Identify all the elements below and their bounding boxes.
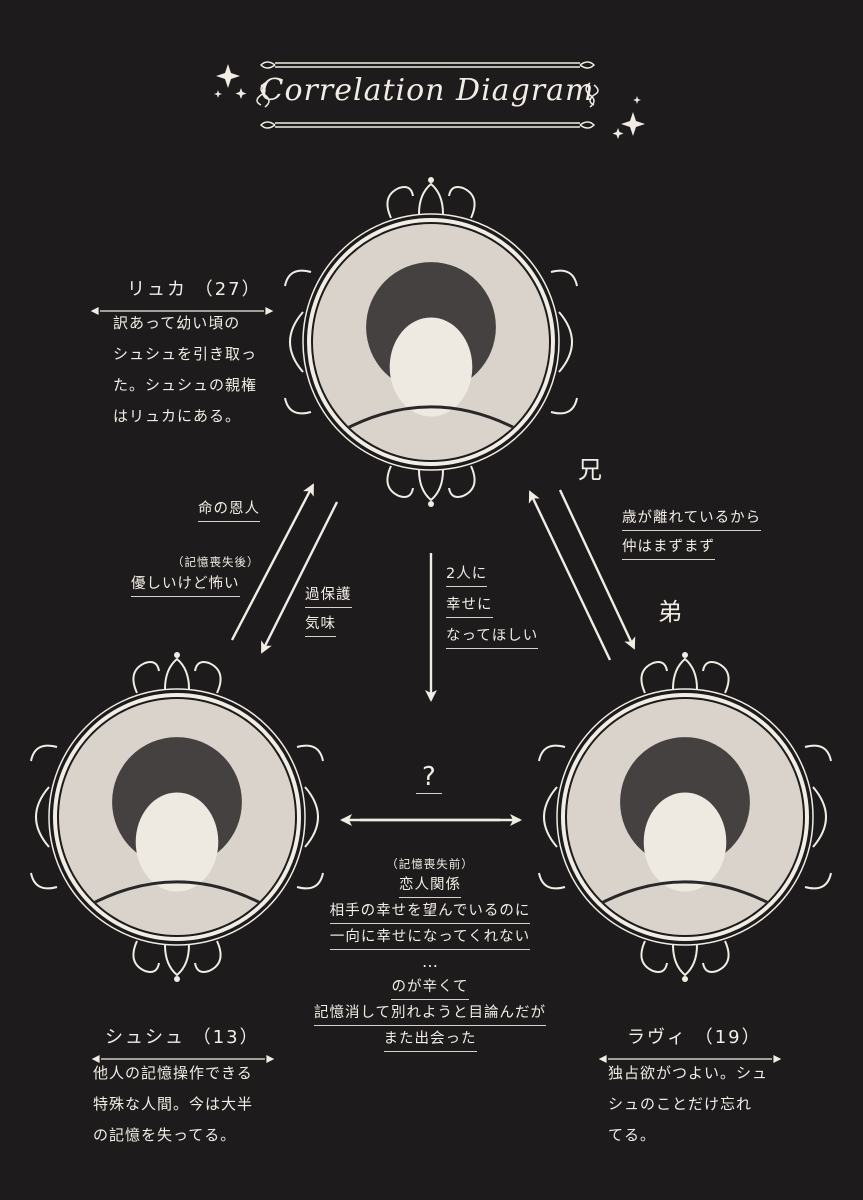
age-gap-label: 歳が離れているから 仲はまずまず: [622, 507, 762, 560]
description-line: の記憶を失ってる。: [93, 1126, 237, 1144]
shushu-label: シュシュ （13）: [91, 1023, 275, 1065]
ravi-portrait: [538, 652, 832, 982]
shushu-description: 他人の記憶操作できる 特殊な人間。今は大半 の記憶を失ってる。: [93, 1058, 253, 1151]
before-block: （記憶喪失前） 恋人関係 相手の幸せを望んでいるのに 一向に幸せになってくれない…: [280, 856, 580, 1054]
ryuka-label: リュカ （27）: [90, 275, 274, 317]
elder-brother-label: 兄: [578, 456, 602, 484]
character-name: ラヴィ （19）: [627, 1027, 762, 1048]
unknown-relation-label: ?: [416, 762, 442, 794]
before-line: のが辛くて: [391, 977, 469, 1000]
sparkle-icon: [214, 64, 645, 139]
arrow: [558, 489, 636, 650]
description-line: 独占欲がつよい。シュ: [608, 1064, 769, 1082]
name-divider: [598, 1055, 782, 1063]
description-line: 特殊な人間。今は大半: [93, 1095, 254, 1113]
overprotective-label: 過保護 気味: [305, 584, 352, 637]
title-ornament: [256, 61, 599, 129]
arrow: [230, 483, 315, 641]
character-name: リュカ （27）: [127, 279, 262, 300]
description-line: シュシュを引き取っ: [113, 345, 258, 363]
before-note: （記憶喪失前）: [386, 857, 474, 871]
ryuka-description: 訳あって幼い頃の シュシュを引き取っ た。シュシュの親権 はリュカにある。: [113, 308, 257, 432]
description-line: 他人の記憶操作できる: [93, 1064, 253, 1082]
after-note: （記憶喪失後）: [172, 555, 260, 569]
shushu-portrait: [30, 652, 324, 982]
name-divider: [91, 1055, 275, 1063]
relation-line: 気味: [305, 614, 336, 637]
title-banner: Correlation Diagram: [255, 55, 600, 135]
ryuka-portrait: [284, 177, 578, 507]
description-line: はリュカにある。: [113, 407, 242, 425]
arrow: [528, 490, 612, 661]
arrow: [260, 501, 339, 654]
before-line: 記憶消して別れようと目論んだが: [313, 1003, 547, 1026]
name-divider: [90, 307, 274, 315]
relation-line: 幸せに: [446, 595, 493, 618]
ravi-description: 独占欲がつよい。シュ シュのことだけ忘れ てる。: [608, 1058, 768, 1151]
relation-line: なってほしい: [446, 626, 539, 649]
after-label: 優しいけど怖い: [131, 574, 240, 597]
ravi-label: ラヴィ （19）: [598, 1023, 782, 1065]
before-line: 一向に幸せになってくれない: [329, 927, 531, 950]
relation-line: 過保護: [305, 585, 352, 608]
before-line: 相手の幸せを望んでいるのに: [329, 901, 531, 924]
description-line: 訳あって幼い頃の: [113, 314, 241, 332]
description-line: てる。: [608, 1126, 657, 1144]
before-line: また出会った: [383, 1029, 477, 1052]
wish-label: 2人に 幸せに なってほしい: [446, 563, 539, 649]
character-name: シュシュ （13）: [105, 1027, 260, 1048]
before-title: 恋人関係: [399, 875, 461, 898]
relation-line: 2人に: [446, 564, 488, 587]
page-title: Correlation Diagram: [260, 73, 595, 108]
savior-label: 命の恩人: [198, 499, 260, 522]
relation-line: 仲はまずまず: [622, 537, 715, 560]
younger-brother-label: 弟: [658, 598, 682, 626]
description-line: シュのことだけ忘れ: [608, 1095, 753, 1113]
before-ellipsis: …: [422, 952, 438, 971]
description-line: た。シュシュの親権: [113, 376, 258, 394]
relation-line: 歳が離れているから: [622, 508, 762, 531]
